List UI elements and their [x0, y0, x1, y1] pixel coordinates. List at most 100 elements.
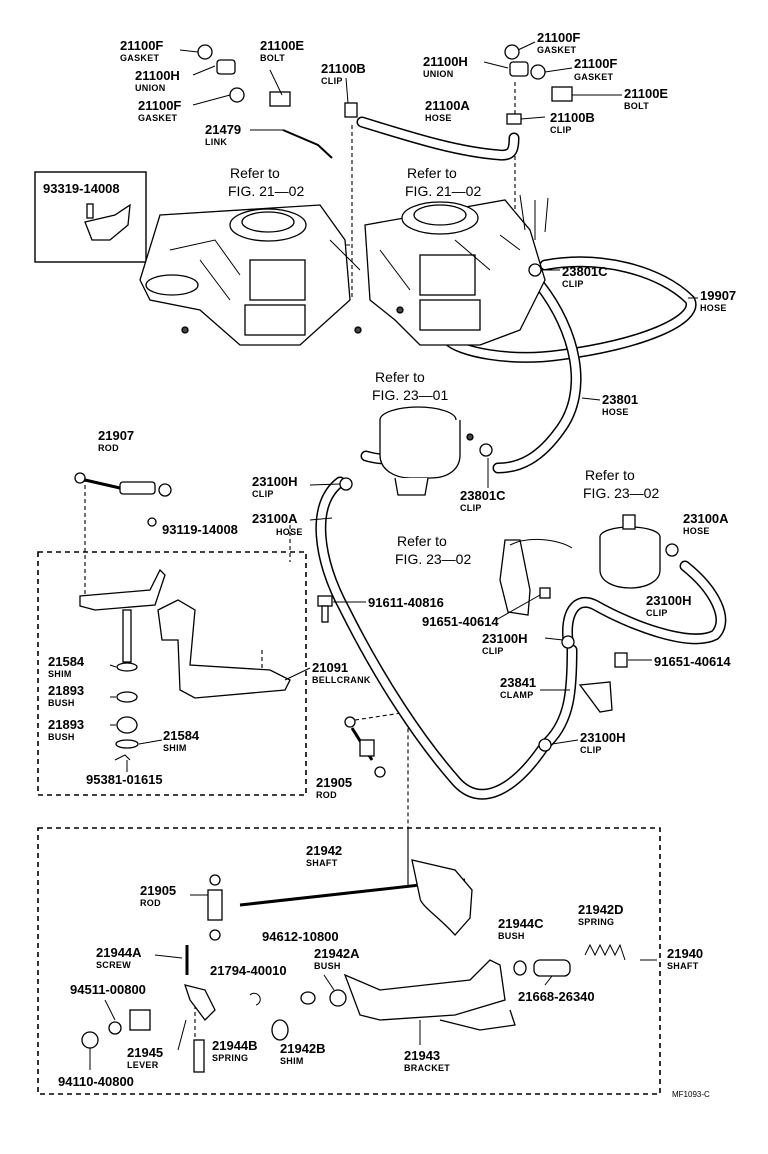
label-23100a-b: 23100A — [683, 511, 729, 526]
label-21100f-a: 21100F — [120, 38, 163, 53]
label-21100f-d: 21100F — [574, 56, 617, 71]
carburetor-assembly — [139, 194, 549, 346]
bellcrank-group-box — [37, 551, 307, 796]
label-21943: 21943 — [404, 1048, 440, 1063]
label-21584-a: 21584 — [48, 654, 85, 669]
label-21945-desc: LEVER — [127, 1060, 159, 1070]
label-91651-b: 91651-40614 — [654, 654, 731, 669]
label-21584-a-desc: SHIM — [48, 669, 72, 679]
label-21893-b: 21893 — [48, 717, 84, 732]
label-21942d: 21942D — [578, 902, 624, 917]
label-94110: 94110-40800 — [58, 1074, 134, 1089]
ref-fig-23-02-b-line1: Refer to — [397, 533, 447, 549]
inset-bolt-part — [84, 203, 131, 241]
label-21893-b-desc: BUSH — [48, 732, 75, 742]
ref-fig-21-02-a-line1: Refer to — [230, 165, 280, 181]
label-23841: 23841 — [500, 675, 536, 690]
ref-fig-23-02-b-line2: FIG. 23—02 — [395, 551, 471, 567]
label-21584-b-desc: SHIM — [163, 743, 187, 753]
figure-code: MF1093-C — [672, 1090, 710, 1099]
label-23801c-a: 23801C — [562, 264, 608, 279]
ref-fig-21-02-b-line1: Refer to — [407, 165, 457, 181]
label-23801c-a-desc: CLIP — [562, 279, 584, 289]
label-21100h-a: 21100H — [135, 68, 180, 83]
label-21944a-desc: SCREW — [96, 960, 131, 970]
label-21945: 21945 — [127, 1045, 163, 1060]
label-21100e-b-desc: BOLT — [624, 101, 649, 111]
ref-fig-23-01-line1: Refer to — [375, 369, 425, 385]
label-21942b-desc: SHIM — [280, 1056, 304, 1066]
label-93319: 93319-14008 — [43, 181, 120, 196]
part-labels: 21100F GASKET 21100E BOLT 21100H UNION 2… — [43, 30, 736, 1089]
top-fittings — [197, 44, 573, 159]
bellcrank-group — [79, 568, 291, 761]
label-93119: 93119-14008 — [162, 522, 238, 537]
label-23801-desc: HOSE — [602, 407, 629, 417]
label-21944b-desc: SPRING — [212, 1053, 248, 1063]
label-23801: 23801 — [602, 392, 638, 407]
label-23100h-b: 23100H — [646, 593, 692, 608]
label-21944b: 21944B — [212, 1038, 258, 1053]
label-21100e-a-desc: BOLT — [260, 53, 285, 63]
label-21100b-a: 21100B — [321, 61, 366, 76]
label-21907-desc: ROD — [98, 443, 119, 453]
label-23100h-a: 23100H — [252, 474, 298, 489]
label-21893-a-desc: BUSH — [48, 698, 75, 708]
label-23100h-a-desc: CLIP — [252, 489, 274, 499]
ref-fig-21-02-a-line2: FIG. 21—02 — [228, 183, 304, 199]
label-21100a-a: 21100A — [425, 98, 470, 113]
label-21668: 21668-26340 — [518, 989, 595, 1004]
fuel-filter — [599, 514, 661, 589]
label-leaders — [89, 41, 698, 1070]
label-21905-a: 21905 — [316, 775, 352, 790]
label-21100f-b-desc: GASKET — [138, 113, 178, 123]
label-21893-a: 21893 — [48, 683, 84, 698]
small-hardware — [147, 263, 679, 752]
ref-fig-23-01-line2: FIG. 23—01 — [372, 387, 448, 403]
label-21584-b: 21584 — [163, 728, 200, 743]
label-23100h-b-desc: CLIP — [646, 608, 668, 618]
shaft-group-box — [37, 827, 661, 1095]
label-21100b-b-desc: CLIP — [550, 125, 572, 135]
filter-bracket — [499, 539, 573, 616]
label-21942b: 21942B — [280, 1041, 326, 1056]
label-23100a-a-desc: HOSE — [276, 527, 303, 537]
label-23100a-b-desc: HOSE — [683, 526, 710, 536]
label-94511: 94511-00800 — [70, 982, 146, 997]
label-91611: 91611-40816 — [368, 595, 444, 610]
label-21100f-c: 21100F — [537, 30, 580, 45]
label-21091: 21091 — [312, 660, 348, 675]
label-21100b-a-desc: CLIP — [321, 76, 343, 86]
label-95381: 95381-01615 — [86, 772, 163, 787]
label-23801c-b-desc: CLIP — [460, 503, 482, 513]
ref-fig-21-02-b-line2: FIG. 21—02 — [405, 183, 481, 199]
label-21944a: 21944A — [96, 945, 142, 960]
label-21479: 21479 — [205, 122, 241, 137]
label-94612: 94612-10800 — [262, 929, 339, 944]
label-21942a-desc: BUSH — [314, 961, 341, 971]
label-21091-desc: BELLCRANK — [312, 675, 371, 685]
label-23100h-c-desc: CLIP — [482, 646, 504, 656]
rod-21907 — [74, 472, 172, 497]
label-21942a: 21942A — [314, 946, 360, 961]
label-21100f-d-desc: GASKET — [574, 72, 614, 82]
label-23100h-d: 23100H — [580, 730, 626, 745]
label-21944c-desc: BUSH — [498, 931, 525, 941]
label-21905-a-desc: ROD — [316, 790, 337, 800]
ref-fig-23-02-a-line1: Refer to — [585, 467, 635, 483]
label-23841-desc: CLAMP — [500, 690, 534, 700]
label-21794: 21794-40010 — [210, 963, 287, 978]
label-23100h-c: 23100H — [482, 631, 528, 646]
label-21942d-desc: SPRING — [578, 917, 614, 927]
label-21940-desc: SHAFT — [667, 961, 699, 971]
label-21100f-a-desc: GASKET — [120, 53, 160, 63]
label-21942: 21942 — [306, 843, 342, 858]
label-21943-desc: BRACKET — [404, 1063, 450, 1073]
reference-notes: Refer to FIG. 21—02 Refer to FIG. 21—02 … — [228, 165, 659, 567]
label-21905-b-desc: ROD — [140, 898, 161, 908]
label-21100a-a-desc: HOSE — [425, 113, 452, 123]
label-21479-desc: LINK — [205, 137, 227, 147]
label-21100h-a-desc: UNION — [135, 83, 166, 93]
label-21100f-c-desc: GASKET — [537, 45, 577, 55]
rod-21905-mid — [344, 716, 386, 778]
